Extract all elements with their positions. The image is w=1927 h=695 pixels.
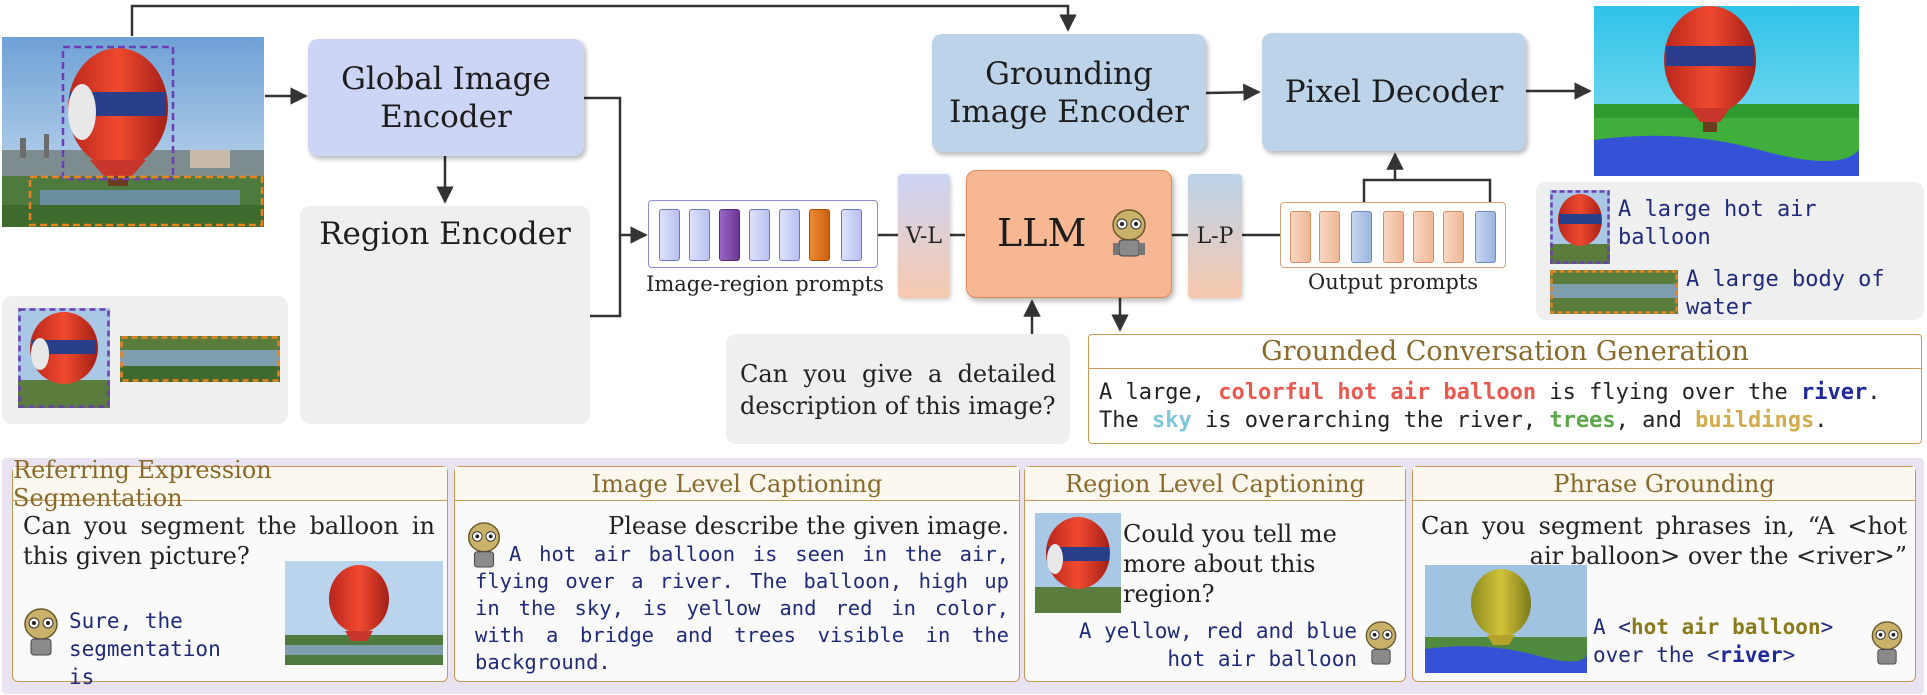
river-crop-thumbnail [120,336,280,382]
task-pg-question: Can you segment phrases in, “A <hot air … [1421,512,1907,570]
task-phrase-grounding: Phrase Grounding Can you segment phrases… [1412,466,1916,682]
caption-segment: is overarching the river, [1191,408,1550,433]
region-balloon-image [1035,513,1121,613]
output-prompts-label: Output prompts [1308,270,1478,294]
caption-segment: > [1782,643,1796,667]
gcg-line-1: A large, colorful hot air balloon is fly… [1099,379,1881,407]
task-rlc-title: Region Level Captioning [1025,467,1405,501]
caption-segment: . [1814,408,1828,433]
region-crops-box [2,296,288,424]
output-prompts-box [1280,202,1506,268]
lp-projection: L-P [1188,174,1242,298]
llm-block: LLM [966,170,1172,298]
segmented-balloon-image [285,561,443,665]
region-encoder-title: Region Encoder [319,216,571,252]
gcg-line-2: The sky is overarching the river, trees,… [1099,407,1828,435]
robot-icon [24,608,58,656]
region-encoder: Region Encoder [300,206,590,424]
caption-segment: sky [1151,408,1192,433]
caption-segment: A < [1593,615,1631,639]
water-legend-thumbnail [1550,270,1678,314]
legend-item-balloon: A large hot air balloon [1618,197,1817,250]
task-region-level-captioning: Region Level Captioning Could you tell m… [1024,466,1406,682]
task-res-title: Referring Expression Segmentation [13,456,447,512]
task-referring-expression-segmentation: Referring Expression Segmentation Can yo… [12,456,448,689]
task-res-answer: Sure, the segmentation is [69,609,221,689]
task-ilc-question: Please describe the given image. [608,512,1009,540]
caption-segment: hot air balloon [1630,615,1821,639]
balloon-crop-thumbnail [18,308,110,408]
legend-item-water: A large body of water [1686,267,1885,320]
caption-segment: The [1099,408,1152,433]
gcg-panel: Grounded Conversation Generation A large… [1088,334,1922,444]
task-image-level-captioning: Image Level Captioning Please describe t… [454,466,1020,682]
caption-segment: , and [1615,408,1696,433]
task-rlc-question: Could you tell me more about this region… [1123,520,1337,608]
task-pg-answer: A <hot air balloon>over the <river> [1593,613,1855,669]
robot-icon [1871,621,1903,665]
task-ilc-title: Image Level Captioning [455,467,1019,501]
task-ilc-answer: A hot air balloon is seen in the air, fl… [475,542,1009,674]
grounding-image-encoder: Grounding Image Encoder [932,34,1206,152]
task-rlc-answer: A yellow, red and blue hot air balloon [1078,619,1357,671]
llm-label: LLM [997,211,1087,255]
grounded-phrase-image [1425,565,1587,673]
balloon-legend-thumbnail [1550,190,1610,264]
connectors [130,4,1592,335]
caption-segment: over the < [1593,643,1720,667]
task-res-question: Can you segment the balloon in this give… [23,512,435,570]
output-photo [1594,6,1859,176]
pixel-decoder: Pixel Decoder [1262,33,1526,151]
caption-segment: river [1801,380,1868,405]
global-image-encoder: Global Image Encoder [308,39,584,156]
tasks-strip: Referring Expression Segmentation Can yo… [2,456,1924,694]
caption-segment: is flying over the [1536,380,1802,405]
caption-segment: trees [1549,408,1616,433]
vl-projection: V-L [898,174,950,298]
segmentation-legend: A large hot air balloon A large body of … [1536,182,1924,320]
gcg-caption-line1: A large, colorful hot air balloon is fly… [1099,380,1881,405]
gcg-caption-line2: The sky is overarching the river, trees,… [1099,408,1828,433]
robot-icon [467,522,501,568]
caption-segment: > [1820,615,1834,639]
caption-segment: river [1719,643,1783,667]
image-region-prompts-label: Image-region prompts [646,272,884,296]
caption-segment: . [1867,380,1881,405]
gcg-title: Grounded Conversation Generation [1089,335,1921,369]
caption-segment: A large, [1099,380,1219,405]
robot-icon [1112,209,1146,257]
task-pg-title: Phrase Grounding [1413,467,1915,501]
caption-segment: colorful hot air balloon [1218,380,1537,405]
input-photo [2,37,264,227]
caption-segment: buildings [1695,408,1815,433]
user-question-box: Can you give a detailed description of t… [726,334,1070,444]
robot-icon [1365,621,1397,665]
image-region-prompts-box [648,200,878,268]
